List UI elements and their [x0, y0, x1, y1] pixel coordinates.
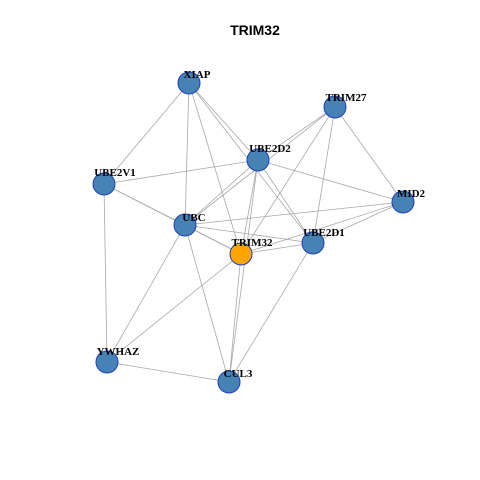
edge-ube2d2-ubc [184, 159, 259, 226]
node-trim32 [229, 242, 253, 266]
node-ube2d1 [301, 231, 325, 255]
edge-ubc-ywhaz [106, 224, 186, 363]
edge-layer [103, 82, 404, 383]
edge-ube2d2-mid2 [257, 159, 404, 203]
node-ube2d2 [246, 148, 270, 172]
node-label-xiap: XIAP [184, 69, 211, 81]
edge-trim27-trim32 [240, 106, 336, 255]
edge-xiap-trim32 [188, 82, 242, 255]
edge-xiap-ube2v1 [103, 82, 190, 185]
node-label-trim32: TRIM32 [232, 237, 273, 249]
node-label-trim27: TRIM27 [326, 92, 367, 104]
node-label-ube2d1: UBE2D1 [303, 227, 345, 239]
edge-ywhaz-cul3 [106, 361, 230, 383]
edge-mid2-ubc [184, 201, 404, 226]
node-cul3 [217, 370, 241, 394]
node-mid2 [391, 190, 415, 214]
edge-ube2d2-trim32 [240, 159, 259, 255]
node-label-ubc: UBC [182, 212, 205, 224]
node-ywhaz [95, 350, 119, 374]
edge-trim27-ube2d1 [312, 106, 336, 244]
node-ubc [173, 213, 197, 237]
node-label-ube2v1: UBE2V1 [94, 167, 136, 179]
edge-ubc-ube2d1 [184, 224, 314, 244]
edge-trim27-ube2d2 [257, 106, 336, 161]
edge-trim32-ube2d1 [240, 242, 314, 255]
node-ube2v1 [92, 172, 116, 196]
edge-trim27-mid2 [334, 106, 404, 203]
node-label-cul3: CUL3 [224, 368, 253, 380]
node-label-ube2d2: UBE2D2 [249, 143, 291, 155]
edge-ubc-cul3 [184, 224, 230, 383]
graph-title: TRIM32 [230, 22, 280, 38]
edge-ube2d2-ube2d1 [257, 159, 314, 244]
edge-mid2-trim32 [240, 201, 404, 255]
edge-ube2d2-cul3 [228, 159, 259, 383]
edge-mid2-ube2d1 [312, 201, 404, 244]
node-layer [92, 71, 415, 394]
node-label-ywhaz: YWHAZ [97, 346, 140, 358]
edge-ube2d2-ube2v1 [103, 159, 259, 185]
edge-trim32-ywhaz [106, 253, 242, 363]
edge-ube2v1-ywhaz [103, 183, 108, 363]
edge-ube2d1-cul3 [228, 242, 314, 383]
node-trim27 [323, 95, 347, 119]
node-xiap [177, 71, 201, 95]
node-label-mid2: MID2 [397, 188, 426, 200]
edge-xiap-ube2d2 [188, 82, 259, 161]
edge-xiap-ubc [184, 82, 190, 226]
edge-trim32-cul3 [228, 253, 242, 383]
